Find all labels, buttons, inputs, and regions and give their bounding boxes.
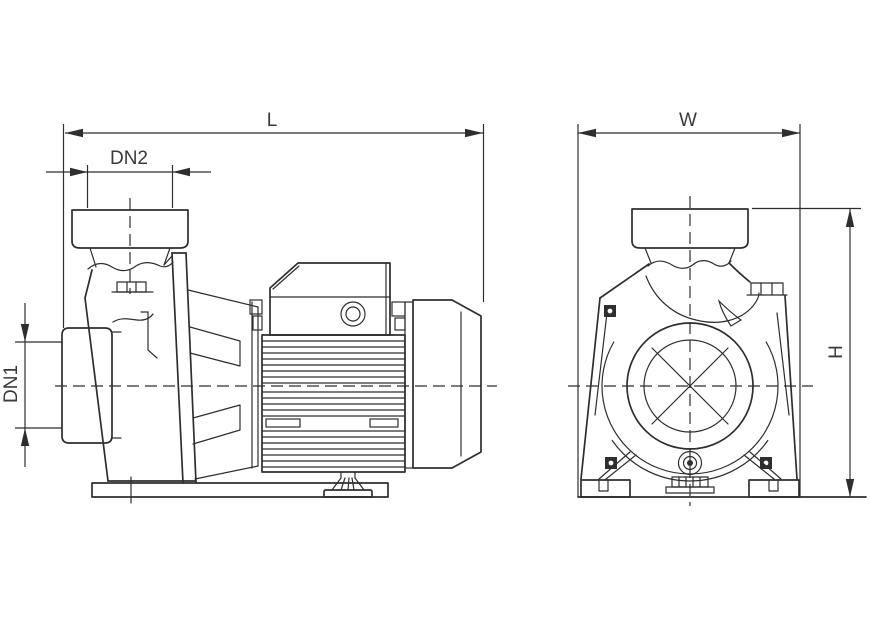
volute-casing	[580, 262, 798, 482]
terminal-box	[269, 262, 391, 336]
foot-left	[580, 479, 631, 498]
gauge-plug	[746, 282, 788, 296]
label-DN2: DN2	[110, 148, 148, 169]
motor-body	[261, 334, 406, 473]
motor-foot	[323, 471, 373, 498]
label-L: L	[267, 110, 278, 131]
suction-flange	[61, 327, 113, 444]
label-W: W	[679, 110, 697, 131]
priming-plug	[111, 281, 154, 293]
base-plate	[91, 482, 389, 498]
outer-rim-arc	[611, 439, 769, 482]
casing-bolts	[604, 305, 772, 469]
cable-gland-icon	[340, 301, 366, 327]
dimension-DN1: DN1	[1, 303, 62, 467]
label-DN1: DN1	[1, 365, 22, 403]
motor	[249, 262, 482, 473]
front-view	[568, 196, 867, 506]
pump-casing-side	[84, 252, 197, 504]
dimension-W: W	[577, 110, 801, 497]
dimension-L: L	[62, 110, 485, 328]
motor-bracket	[187, 289, 259, 480]
dimensions: L DN2 DN1 W	[1, 110, 861, 497]
fan-cover	[404, 299, 482, 469]
nameplate-tab	[369, 418, 399, 428]
side-view	[55, 198, 497, 504]
front-flange	[631, 208, 749, 269]
dimension-DN2: DN2	[46, 148, 211, 208]
nameplate-tab	[265, 418, 301, 428]
foot-right	[748, 479, 800, 498]
label-H: H	[826, 345, 847, 359]
support-feet	[577, 451, 867, 498]
dimension-H: H	[752, 207, 861, 497]
discharge-flange	[71, 198, 189, 294]
volute-tongue	[717, 299, 743, 327]
